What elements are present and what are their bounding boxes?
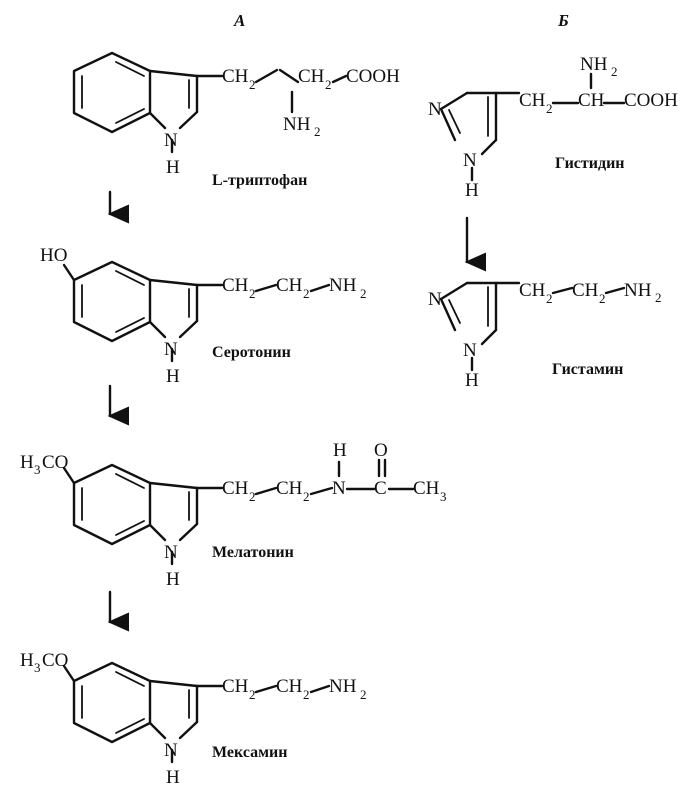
indole-n: N [164,130,178,151]
svg-text:3: 3 [440,489,447,504]
svg-text:NH: NH [283,114,311,135]
svg-text:COOH: COOH [624,90,678,111]
svg-text:CH: CH [222,478,249,499]
svg-text:2: 2 [249,687,256,702]
carbonyl-c: C [374,478,387,499]
svg-text:2: 2 [303,286,310,301]
column-b-label: Б [557,11,569,30]
mexamine-name: Мексамин [212,744,287,761]
svg-text:CH: CH [276,275,303,296]
svg-text:3: 3 [34,462,41,477]
svg-text:N: N [463,340,477,361]
svg-text:2: 2 [249,77,256,92]
svg-text:H: H [166,366,180,387]
serotonin-name: Серотонин [212,344,291,361]
svg-text:2: 2 [599,291,606,306]
svg-text:2: 2 [249,489,256,504]
svg-text:2: 2 [360,286,367,301]
tryptophan-name: L-триптофан [212,172,307,189]
svg-text:CH: CH [276,676,303,697]
svg-text:H: H [166,767,180,788]
svg-text:2: 2 [325,77,332,92]
svg-text:2: 2 [655,290,662,305]
svg-text:CH: CH [519,280,546,301]
svg-text:2: 2 [303,489,310,504]
histidine-name: Гистидин [555,155,625,172]
mexamine-structure: H 3 CO N H CH 2 CH 2 NH 2 Мексамин [20,650,367,788]
svg-text:NH: NH [329,676,357,697]
svg-text:NH: NH [329,275,357,296]
amide-n: N [332,478,346,499]
svg-text:CH: CH [222,275,249,296]
hydroxy-group: HO [40,245,67,266]
svg-text:CH: CH [222,66,249,87]
svg-text:2: 2 [303,687,310,702]
svg-text:H: H [166,569,180,590]
methoxy-group-co: CO [42,452,68,473]
tryptophan-structure: N H CH 2 CH 2 COOH NH 2 L-триптофан [72,51,400,189]
svg-text:CH: CH [276,478,303,499]
svg-text:CH: CH [519,90,546,111]
svg-text:2: 2 [249,286,256,301]
histamine-name: Гистамин [552,361,623,378]
svg-text:NH: NH [624,280,652,301]
imidazole-h: H [465,180,479,201]
svg-text:CH: CH [572,280,599,301]
imidazole-n3: N [428,99,442,120]
svg-text:2: 2 [546,291,553,306]
svg-text:N: N [164,339,178,360]
svg-text:CH: CH [298,66,325,87]
svg-text:3: 3 [34,660,41,675]
svg-text:CH: CH [413,478,440,499]
svg-text:H: H [20,650,34,671]
svg-text:N: N [164,542,178,563]
amide-h: H [333,440,347,461]
svg-text:2: 2 [360,687,367,702]
svg-text:2: 2 [546,101,553,116]
serotonin-structure: HO N H CH 2 CH 2 NH 2 Серотонин [40,245,367,387]
imidazole-n1: N [463,150,477,171]
melatonin-name: Мелатонин [212,544,294,561]
svg-text:H: H [465,370,479,391]
methoxy-group-h: H [20,452,34,473]
svg-text:N: N [428,289,442,310]
carbonyl-o: O [374,440,388,461]
svg-text:NH: NH [580,54,608,75]
histidine-structure: N N H CH 2 CH NH 2 COOH Гистидин [428,54,678,201]
svg-text:2: 2 [314,124,321,139]
column-a-label: А [233,11,245,30]
svg-text:CO: CO [42,650,68,671]
histamine-structure: N N H CH 2 CH 2 NH 2 Гистамин [428,280,662,391]
indole-h: H [166,157,180,178]
svg-text:CH: CH [222,676,249,697]
svg-text:COOH: COOH [346,66,400,87]
melatonin-structure: H 3 CO N H CH 2 CH 2 N H C O CH 3 Мелато… [20,440,447,590]
svg-text:CH: CH [578,90,605,111]
svg-text:2: 2 [611,64,618,79]
svg-text:N: N [164,740,178,761]
